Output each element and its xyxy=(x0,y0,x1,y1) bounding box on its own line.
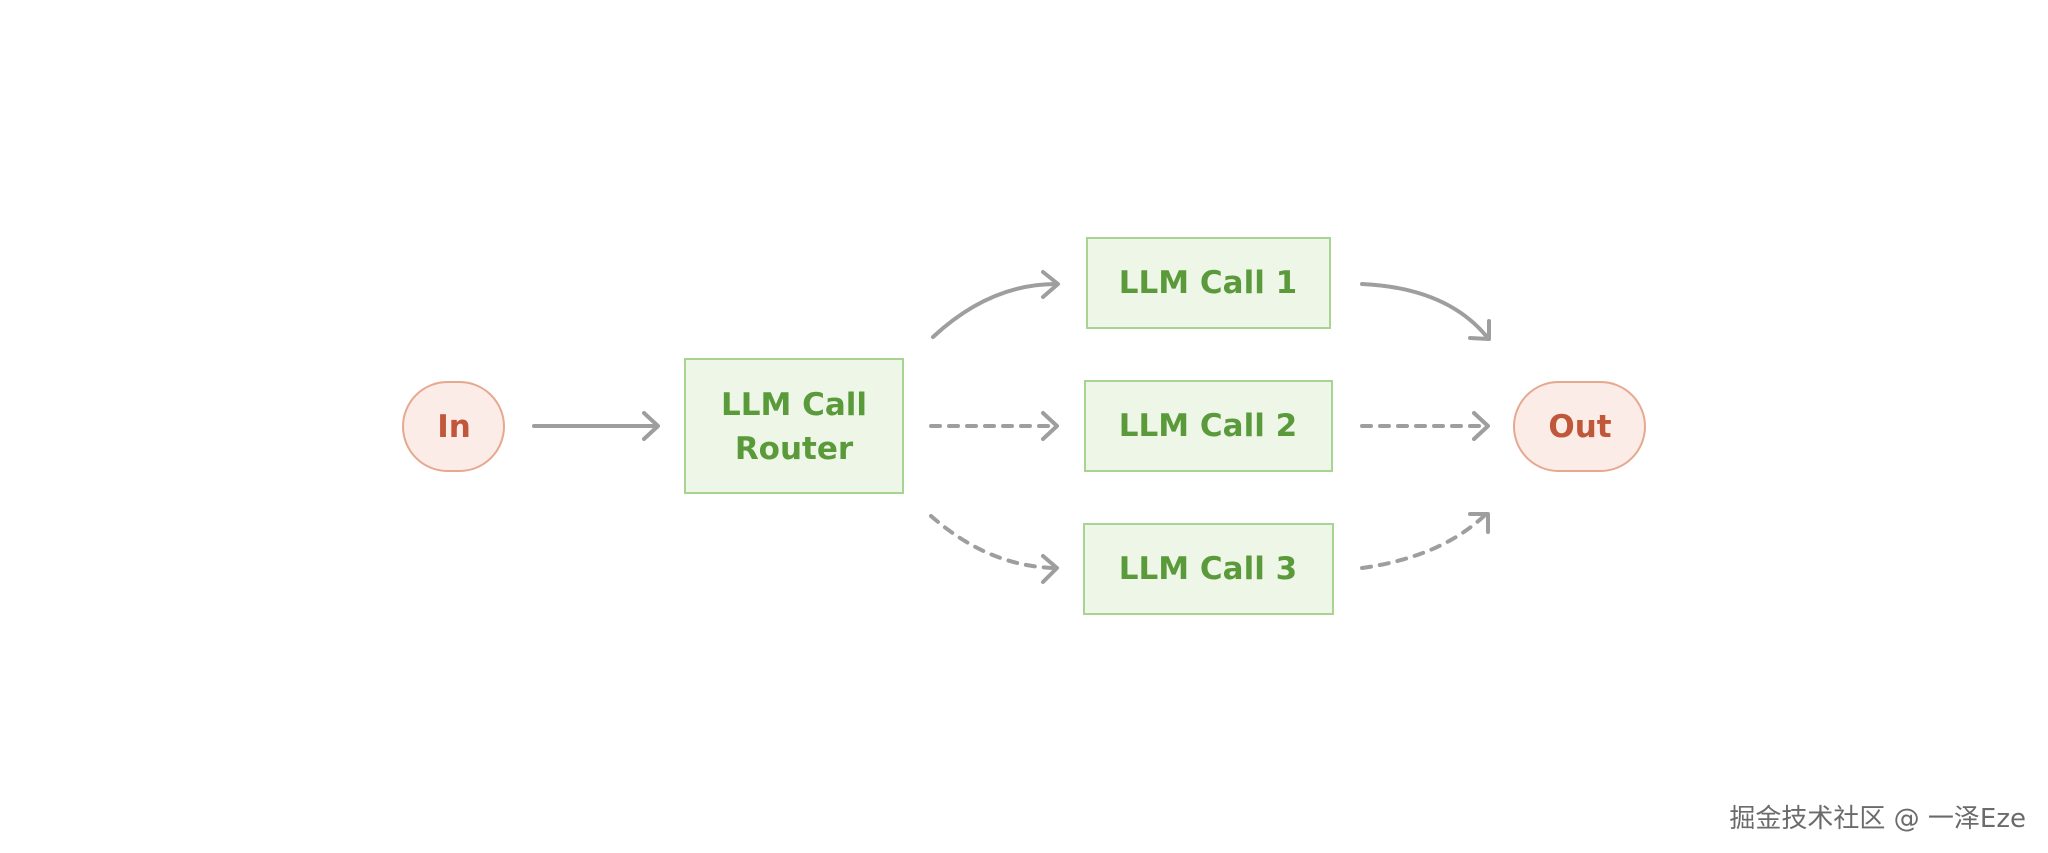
node-llm-call-1-label: LLM Call 1 xyxy=(1119,265,1297,301)
edge-call-1-to-out xyxy=(1360,282,1491,341)
node-llm-call-2: LLM Call 2 xyxy=(1084,380,1333,472)
node-out: Out xyxy=(1513,381,1646,472)
edge-router-to-call-2 xyxy=(929,411,1059,441)
node-llm-call-2-label: LLM Call 2 xyxy=(1119,408,1297,444)
edge-call-3-to-out xyxy=(1360,512,1490,570)
watermark: 掘金技术社区 @ 一泽Eze xyxy=(1729,804,2026,834)
node-llm-call-1: LLM Call 1 xyxy=(1086,237,1331,329)
edge-router-to-call-3 xyxy=(929,514,1059,584)
node-in: In xyxy=(402,381,505,472)
edge-in-to-router xyxy=(532,411,660,441)
edge-router-to-call-1 xyxy=(931,270,1060,339)
node-router-label-line-2: Router xyxy=(735,431,854,467)
node-out-label: Out xyxy=(1548,409,1611,445)
node-llm-call-3: LLM Call 3 xyxy=(1083,523,1334,615)
node-in-label: In xyxy=(437,409,471,445)
node-router-label-line-1: LLM Call xyxy=(721,387,867,423)
edge-call-2-to-out xyxy=(1360,411,1490,441)
node-router: LLM Call Router xyxy=(684,358,904,494)
node-llm-call-3-label: LLM Call 3 xyxy=(1119,551,1297,587)
